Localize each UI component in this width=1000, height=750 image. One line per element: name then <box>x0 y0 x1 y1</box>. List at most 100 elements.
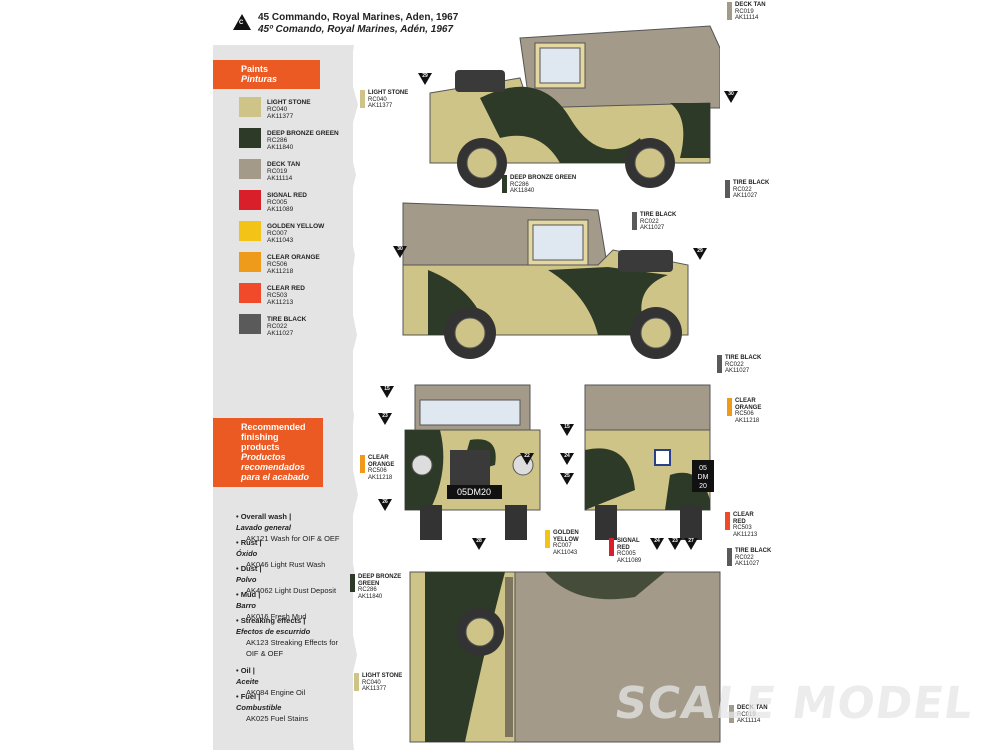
callout-c2: AK11114 <box>737 718 761 724</box>
paint-swatch <box>239 128 261 148</box>
finishing-product: AK025 Fuel Stains <box>246 714 309 723</box>
callout-marker-number: 24 <box>564 453 570 459</box>
callout-marker-number: 29 <box>697 248 703 254</box>
finishing-product: AK123 Streaking Effects for <box>246 638 338 647</box>
callout-c2: AK11027 <box>735 561 760 567</box>
callout-color-bar <box>727 548 732 566</box>
finishing-banner-es2: recomendados <box>241 462 306 472</box>
callout-color-bar <box>717 355 722 373</box>
callout-marker-icon: 27 <box>684 537 698 550</box>
finishing-product: AK016 Fresh Mud <box>246 612 307 621</box>
finishing-en: Rust | <box>240 538 262 547</box>
rear-plate-line1: 05 <box>699 465 707 472</box>
callout-marker-number: 29 <box>422 73 428 79</box>
finishing-en: Overall wash | <box>240 512 292 521</box>
callout-c2: AK11377 <box>362 686 387 692</box>
callout-marker-number: 30 <box>728 91 734 97</box>
callout-c1: RC022 <box>640 218 659 225</box>
page-subtitle: 45º Comando, Royal Marines, Adén, 1967 <box>258 24 454 35</box>
finishing-en: Mud | <box>240 590 261 599</box>
callout-color-bar <box>545 530 550 548</box>
callout-color-bar <box>360 90 365 108</box>
paint-code2: AK11114 <box>267 175 293 182</box>
callout-color-bar <box>727 2 732 20</box>
callout-name: TIRE BLACK <box>640 212 677 218</box>
callout-c2: AK11840 <box>510 188 535 194</box>
finishing-en: Streaking effects | <box>240 616 306 625</box>
callout-marker-number: 27 <box>688 538 694 544</box>
paint-code1: RC019 <box>267 168 288 175</box>
finishing-banner-es1: Productos <box>241 452 286 462</box>
callout-marker-icon: 23 <box>668 537 682 550</box>
finishing-banner-en2: finishing <box>241 432 279 442</box>
finishing-es: Aceite <box>236 677 259 686</box>
callout-c1: RC506 <box>735 411 754 417</box>
vehicle-rear-view: 05 DM 20 <box>584 384 714 540</box>
callout-c1: RC022 <box>735 554 754 561</box>
paint-name: TIRE BLACK <box>267 316 307 323</box>
finishing-es: Barro <box>236 601 257 610</box>
paint-code1: RC506 <box>267 261 288 268</box>
callout-name: TIRE BLACK <box>735 548 772 554</box>
callout-color-bar <box>632 212 637 230</box>
paint-code2: AK11213 <box>267 299 294 306</box>
finishing-es: Lavado general <box>236 523 292 532</box>
callout-c2: AK11377 <box>368 103 393 109</box>
finishing-product: AK121 Wash for OIF & OEF <box>246 534 340 543</box>
finishing-product: AK4062 Light Dust Deposit <box>246 586 337 595</box>
callout-c2: AK11027 <box>733 193 758 199</box>
callout-name2: YELLOW <box>553 536 579 543</box>
callout-marker-icon: 24 <box>560 452 574 465</box>
vehicle-side-right-view <box>402 202 689 359</box>
paint-swatch <box>239 190 261 210</box>
rear-plate-line3: 20 <box>699 483 707 490</box>
callout-c1: RC007 <box>553 543 572 549</box>
finishing-banner-es3: para el acabado <box>241 472 310 482</box>
callout-color-bar <box>354 673 359 691</box>
section-badge-icon <box>233 14 251 30</box>
callout-color-bar <box>725 512 730 530</box>
page-title: 45 Commando, Royal Marines, Aden, 1967 <box>258 12 459 23</box>
callout-marker-number: 30 <box>397 246 403 252</box>
finishing-es: Polvo <box>236 575 257 584</box>
callout-marker-icon: 23 <box>378 412 392 425</box>
callout-marker-icon: 26 <box>378 498 392 511</box>
vehicle-top-view <box>409 571 721 743</box>
paint-name: DECK TAN <box>267 161 301 168</box>
callout-c2: AK11089 <box>617 557 642 564</box>
callout-c2: AK11840 <box>358 593 383 600</box>
torn-edge-decoration <box>340 45 358 750</box>
callout-marker-icon: 29 <box>418 72 432 85</box>
paint-code2: AK11840 <box>267 144 294 151</box>
callout-c1: RC005 <box>617 551 636 557</box>
callout-marker-number: 23 <box>672 538 678 544</box>
paint-code2: AK11377 <box>267 113 294 120</box>
callout-c2: AK11027 <box>640 225 665 231</box>
paint-swatch <box>239 159 261 179</box>
callout-marker-number: 15 <box>384 386 390 392</box>
finishing-en: Fuel | <box>240 692 261 701</box>
callout-name: DECK TAN <box>735 2 766 8</box>
finishing-banner-en1: Recommended <box>241 422 306 432</box>
callout-name2: ORANGE <box>368 461 395 468</box>
callout-marker-number: 25 <box>564 473 570 479</box>
paint-code2: AK11089 <box>267 206 294 213</box>
callout-name1: GOLDEN <box>553 530 579 536</box>
paint-code1: RC503 <box>267 292 288 299</box>
callout-name2: ORANGE <box>735 404 762 411</box>
paint-swatch <box>239 97 261 117</box>
callout-marker-number: 28 <box>476 538 482 544</box>
callout-marker-icon: 15 <box>560 423 574 436</box>
paint-code1: RC286 <box>267 137 288 144</box>
